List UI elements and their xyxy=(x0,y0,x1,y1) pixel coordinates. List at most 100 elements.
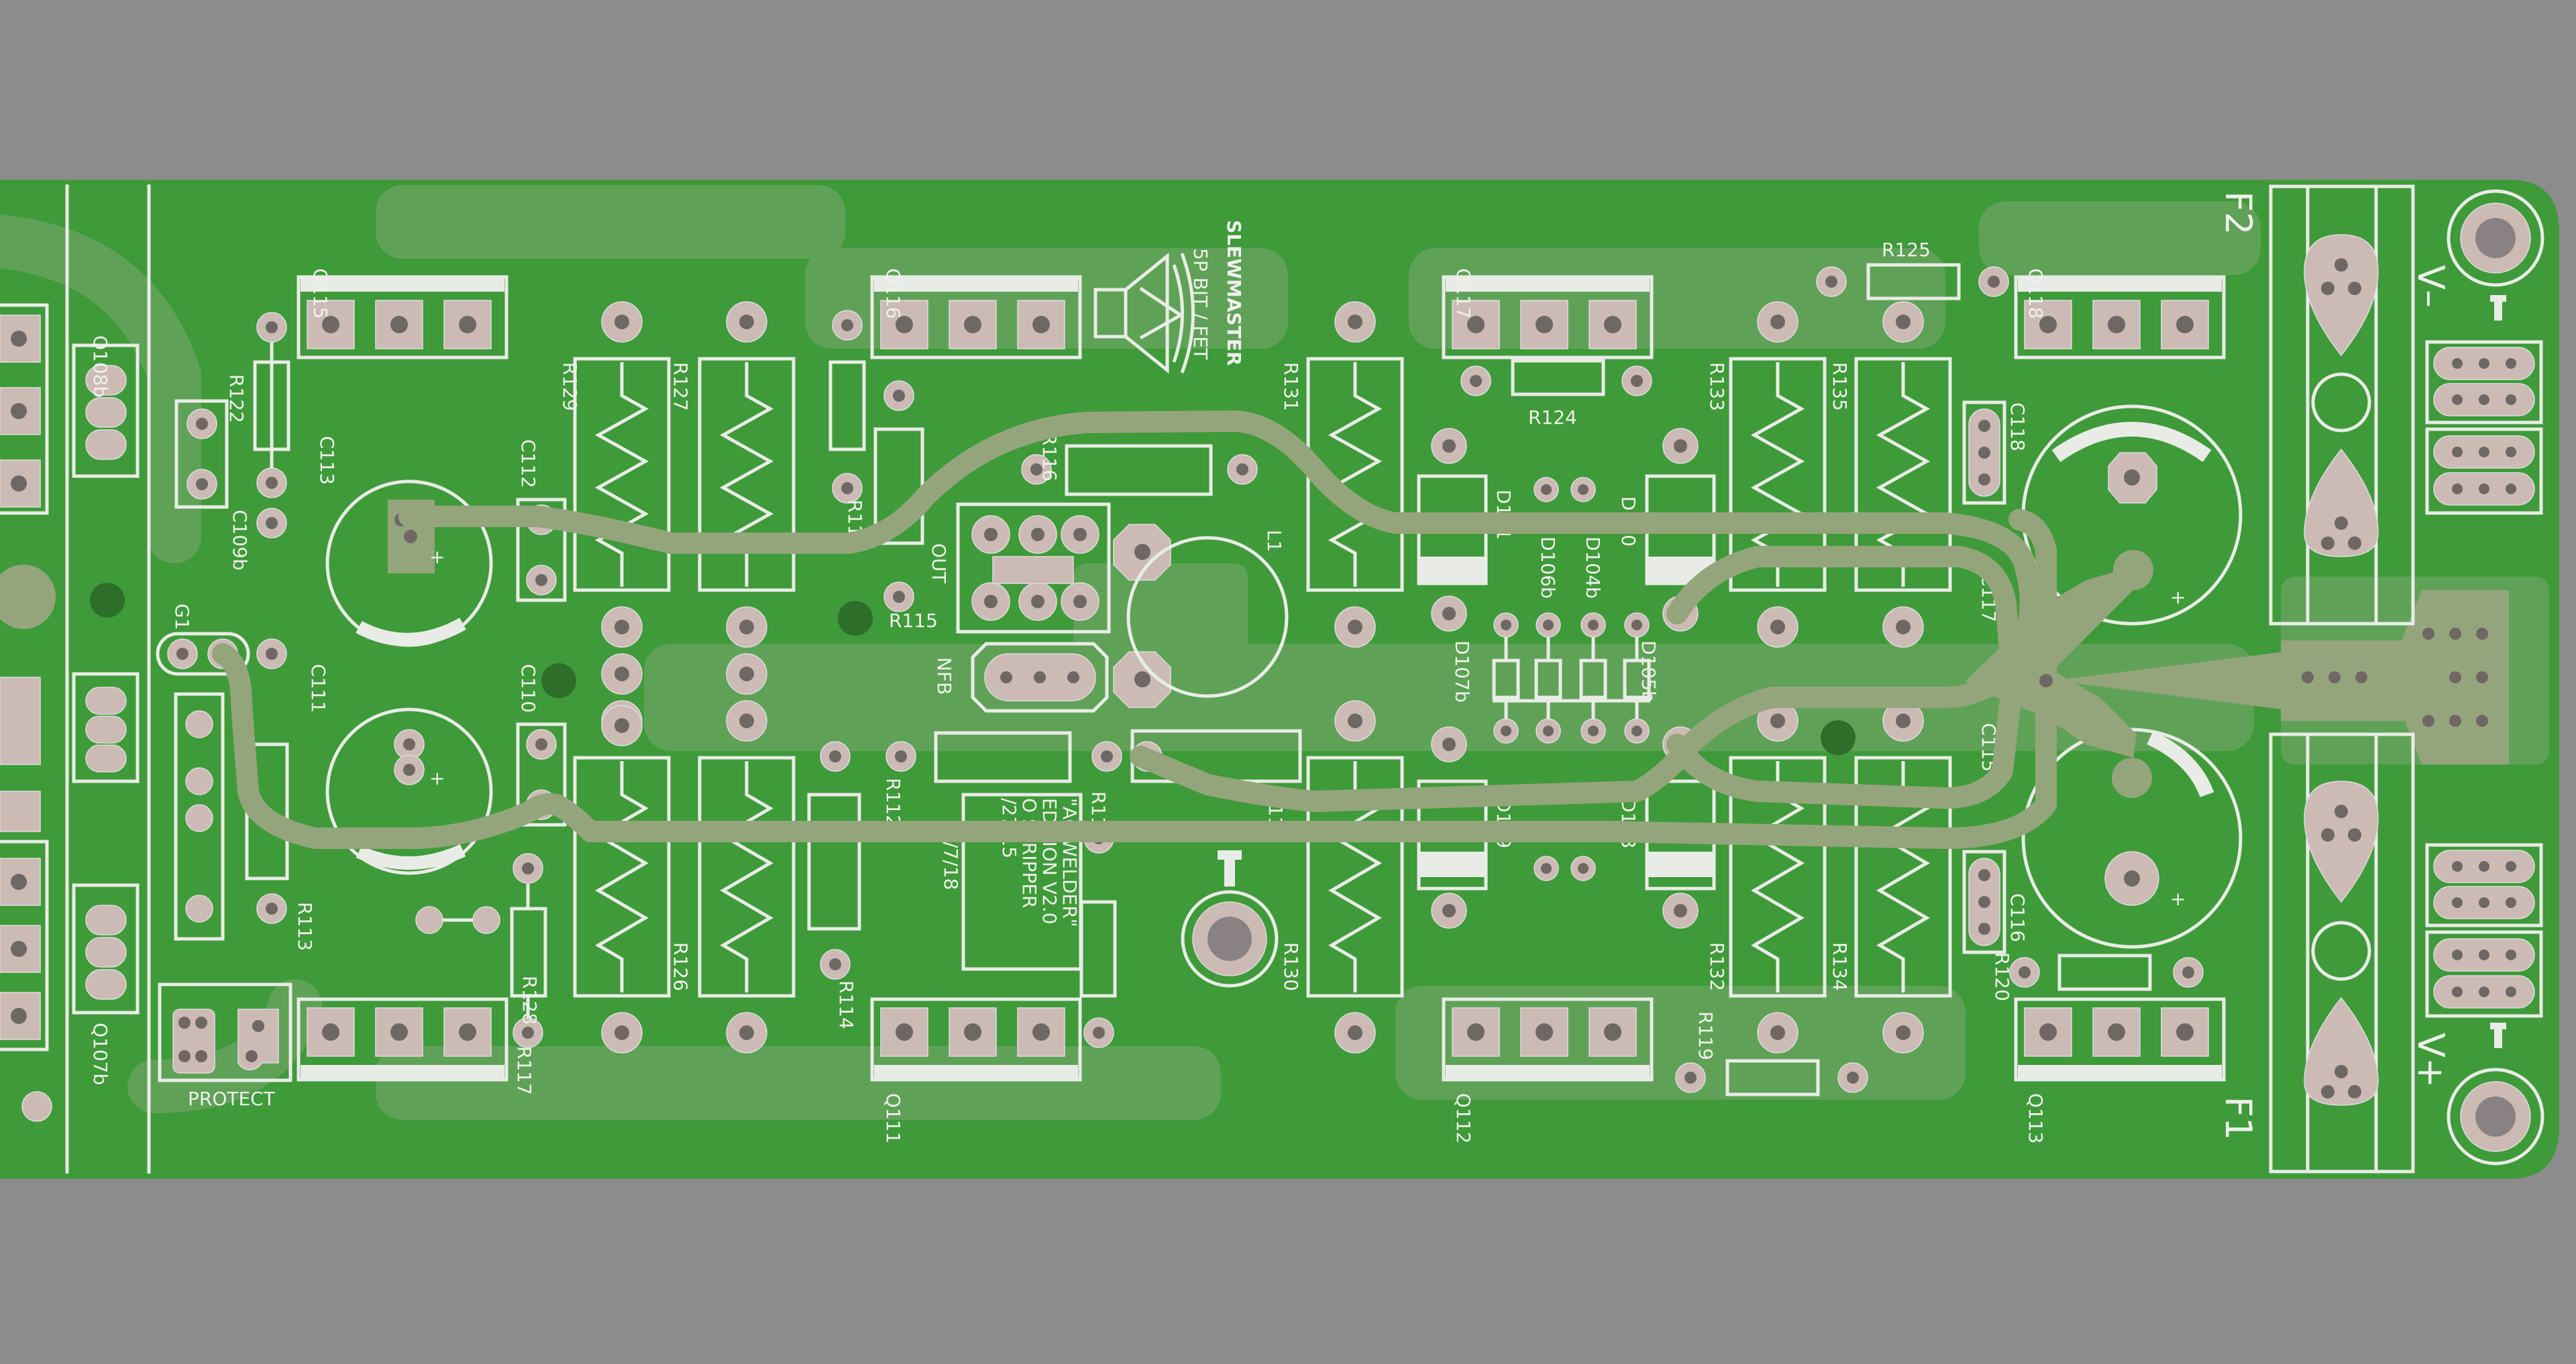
transistor-q113: Q113 xyxy=(2014,997,2226,1143)
label-protect: PROTECT xyxy=(188,1088,276,1110)
left-edge-parts: Q108b Q107b xyxy=(0,303,140,1122)
label-d106b: D106b xyxy=(1537,536,1559,599)
transistor-q117: Q117 xyxy=(1442,268,1654,359)
label-c113: C113 xyxy=(316,436,338,485)
power-terminal-v-plus: V+ xyxy=(2410,843,2544,1166)
label-r115: R115 xyxy=(889,610,938,632)
transistor-q112: Q112 xyxy=(1442,997,1654,1143)
label-v-minus: V– xyxy=(2410,265,2452,308)
label-c110: C110 xyxy=(517,664,539,713)
label-r129: R129 xyxy=(559,362,581,411)
label-r114: R114 xyxy=(835,980,857,1029)
label-r130: R130 xyxy=(1280,942,1302,991)
label-r131: R131 xyxy=(1280,362,1302,411)
label-q108b: Q108b xyxy=(89,335,111,398)
label-r117: R117 xyxy=(513,1046,535,1095)
svg-text:+: + xyxy=(2170,586,2186,608)
label-nfb: NFB xyxy=(933,657,955,695)
label-r119: R119 xyxy=(1695,1011,1717,1060)
label-l1: L1 xyxy=(1263,530,1285,552)
power-resistor xyxy=(573,301,671,648)
label-d107b: D107b xyxy=(1451,640,1473,703)
speaker-icon xyxy=(1093,252,1195,374)
label-r133: R133 xyxy=(1706,362,1728,411)
cap-c109b: C109b xyxy=(174,399,251,571)
note-line-2: EDITION V2.0 xyxy=(1038,798,1061,924)
label-q107b: Q107b xyxy=(89,1023,111,1085)
label-f1: F1 xyxy=(2217,1096,2259,1140)
power-resistors xyxy=(573,301,1952,1054)
power-resistor xyxy=(1729,301,1827,648)
screw-terminal-icon xyxy=(2490,295,2506,321)
cap-right-top: + xyxy=(2021,404,2243,626)
label-r116: R116 xyxy=(1038,433,1061,481)
power-resistor xyxy=(1854,700,1952,1054)
signal-traces xyxy=(212,410,2509,849)
label-q115: Q115 xyxy=(309,268,331,319)
label-r132: R132 xyxy=(1706,942,1728,991)
label-r120: R120 xyxy=(1991,952,2013,1001)
edition-note: "AC WELDER" EDITION V2.0 O STRIPPER /27/… xyxy=(940,793,1083,971)
label-c109b: C109b xyxy=(229,510,251,571)
transistor-q118: Q118 xyxy=(2014,268,2226,359)
power-resistor xyxy=(1854,301,1952,648)
transistor-q115: Q115 xyxy=(297,268,508,359)
label-q112: Q112 xyxy=(1452,1093,1474,1143)
label-g1: G1 xyxy=(171,604,193,630)
svg-text:+: + xyxy=(2170,888,2186,910)
label-q111: Q111 xyxy=(882,1093,904,1143)
small-resistors: R128 R117 R113 R115 R116 R114 R112 R118 xyxy=(415,239,2204,1096)
label-r124: R124 xyxy=(1528,406,1577,429)
cap-c111: + C111 xyxy=(307,664,493,875)
label-d104b: D104b xyxy=(1582,536,1604,599)
power-terminal-v-minus: V– xyxy=(2410,189,2544,515)
board-subtitle: 5P BJT / FET xyxy=(1189,248,1212,360)
label-r135: R135 xyxy=(1829,362,1851,411)
note-line-5: /7/18 xyxy=(940,842,962,890)
board-title: SLEWMASTER xyxy=(1223,220,1245,366)
label-r134: R134 xyxy=(1829,942,1851,991)
transistor-q116: Q116 xyxy=(870,268,1082,359)
label-r112: R112 xyxy=(882,778,904,827)
fuse-holder-f1: F1 xyxy=(2217,732,2415,1174)
note-line-1: "AC WELDER" xyxy=(1059,798,1081,927)
resistor-r122: R122 xyxy=(225,312,290,538)
label-c118: C118 xyxy=(2006,402,2029,451)
label-q118: Q118 xyxy=(2025,268,2047,319)
resistor-r113-left: R113 xyxy=(174,638,316,951)
label-r122: R122 xyxy=(225,374,248,423)
fuse-holder-f2: F2 xyxy=(2217,184,2415,626)
label-r127: R127 xyxy=(669,362,692,411)
cap-c113: + C113 xyxy=(316,436,493,647)
label-v-plus: V+ xyxy=(2410,1033,2452,1088)
power-resistor-labels: R129 R127 R131 R133 R135 R126 R130 R132 … xyxy=(559,362,1851,991)
power-resistor xyxy=(698,700,796,1054)
pour-trace xyxy=(0,215,201,563)
transistor-q117b xyxy=(297,997,508,1082)
screw-terminal-icon xyxy=(1218,850,1242,887)
output-connectors: OUT NFB L1 xyxy=(541,502,1856,755)
svg-text:+: + xyxy=(429,767,445,789)
label-r128: R128 xyxy=(519,976,541,1025)
label-q117: Q117 xyxy=(1452,268,1474,319)
label-q113: Q113 xyxy=(2025,1093,2047,1143)
label-r126: R126 xyxy=(669,942,692,991)
power-resistor xyxy=(1729,700,1827,1054)
connector-protect: PROTECT xyxy=(158,982,292,1110)
mounting-screw-center xyxy=(1181,850,1279,988)
note-line-3: O STRIPPER xyxy=(1018,798,1040,908)
label-c116: C116 xyxy=(2006,893,2029,942)
screw-terminal-icon xyxy=(2490,1023,2506,1048)
label-r125: R125 xyxy=(1882,239,1931,261)
label-q116: Q116 xyxy=(882,268,904,319)
label-c112: C112 xyxy=(517,439,539,488)
cap-c116: C116 C115 xyxy=(1962,723,2029,954)
label-f2: F2 xyxy=(2217,191,2259,235)
label-c111: C111 xyxy=(307,664,329,713)
transistor-q111: Q111 xyxy=(870,997,1082,1143)
svg-text:+: + xyxy=(429,546,445,568)
label-out: OUT xyxy=(928,543,950,584)
label-r113b: R113 xyxy=(294,902,316,951)
